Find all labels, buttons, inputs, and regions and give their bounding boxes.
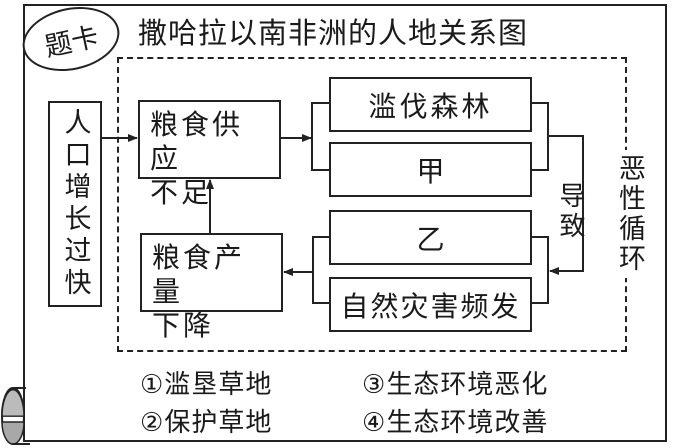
natural-disasters-label: 自然灾害频发 <box>340 289 521 323</box>
yi-box: 乙 <box>329 210 532 265</box>
food-decline-line1: 粮食产量 <box>152 241 246 308</box>
lead-to-label: 导致 <box>553 182 586 242</box>
option-2: ②保护草地 <box>140 402 272 439</box>
food-shortage-line2: 不足 <box>150 176 213 209</box>
vicious-cycle-label: 恶性循环 <box>610 150 649 278</box>
option-4-marker: ④ <box>362 408 387 438</box>
population-growth-label: 人口增长过快 <box>59 108 92 300</box>
option-4-text: 生态环境改善 <box>386 408 549 438</box>
population-growth-box: 人口增长过快 <box>48 101 102 307</box>
food-decline-line2: 下降 <box>152 309 215 342</box>
natural-disasters-box: 自然灾害频发 <box>329 277 532 332</box>
diagram-title: 撒哈拉以南非洲的人地关系图 <box>138 16 529 50</box>
population-growth-text: 人口增长过快 <box>59 108 91 300</box>
scroll-curl-icon <box>1 387 30 445</box>
jia-label: 甲 <box>416 154 445 188</box>
badge-label: 题卡 <box>41 21 102 63</box>
card-frame <box>23 4 667 442</box>
option-2-text: 保护草地 <box>164 408 273 438</box>
jia-box: 甲 <box>329 142 532 197</box>
lead-to-text: 导致 <box>555 182 585 242</box>
option-1: ①滥垦草地 <box>140 364 272 401</box>
deforestation-label: 滥伐森林 <box>368 89 493 123</box>
food-shortage-box: 粮食供应 不足 <box>138 100 281 209</box>
option-3-text: 生态环境恶化 <box>386 370 549 400</box>
option-1-marker: ① <box>140 370 165 400</box>
food-decline-box: 粮食产量 下降 <box>140 233 283 342</box>
vicious-cycle-text: 恶性循环 <box>614 154 645 274</box>
option-3-marker: ③ <box>362 370 387 400</box>
deforestation-box: 滥伐森林 <box>329 77 532 132</box>
yi-label: 乙 <box>416 222 445 256</box>
food-shortage-line1: 粮食供应 <box>150 108 244 175</box>
option-2-marker: ② <box>140 408 165 438</box>
option-4: ④生态环境改善 <box>362 402 548 439</box>
option-1-text: 滥垦草地 <box>164 370 273 400</box>
option-3: ③生态环境恶化 <box>362 364 548 401</box>
